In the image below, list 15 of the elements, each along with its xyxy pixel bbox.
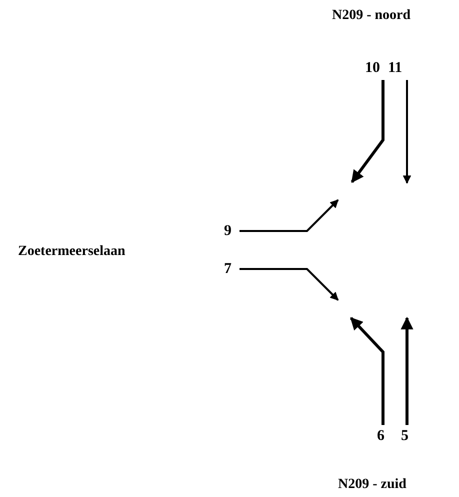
lane-number: 5 bbox=[401, 428, 408, 445]
lane-number: 7 bbox=[224, 261, 232, 278]
road-name: Zoetermeerselaan bbox=[18, 244, 126, 260]
road-name: N209 - noord bbox=[332, 8, 411, 24]
lane-arrow bbox=[350, 316, 384, 425]
lane-number: 11 bbox=[388, 60, 402, 77]
lane-arrow bbox=[400, 316, 414, 425]
lane-arrow bbox=[240, 268, 339, 301]
lane-arrow bbox=[402, 80, 412, 184]
lane-number: 6 bbox=[377, 428, 384, 445]
lane-number: 10 bbox=[365, 60, 380, 77]
lane-arrow bbox=[350, 80, 384, 184]
lane-number: 9 bbox=[224, 223, 232, 240]
road-name: N209 - zuid bbox=[338, 477, 406, 493]
lane-arrow bbox=[240, 199, 339, 232]
